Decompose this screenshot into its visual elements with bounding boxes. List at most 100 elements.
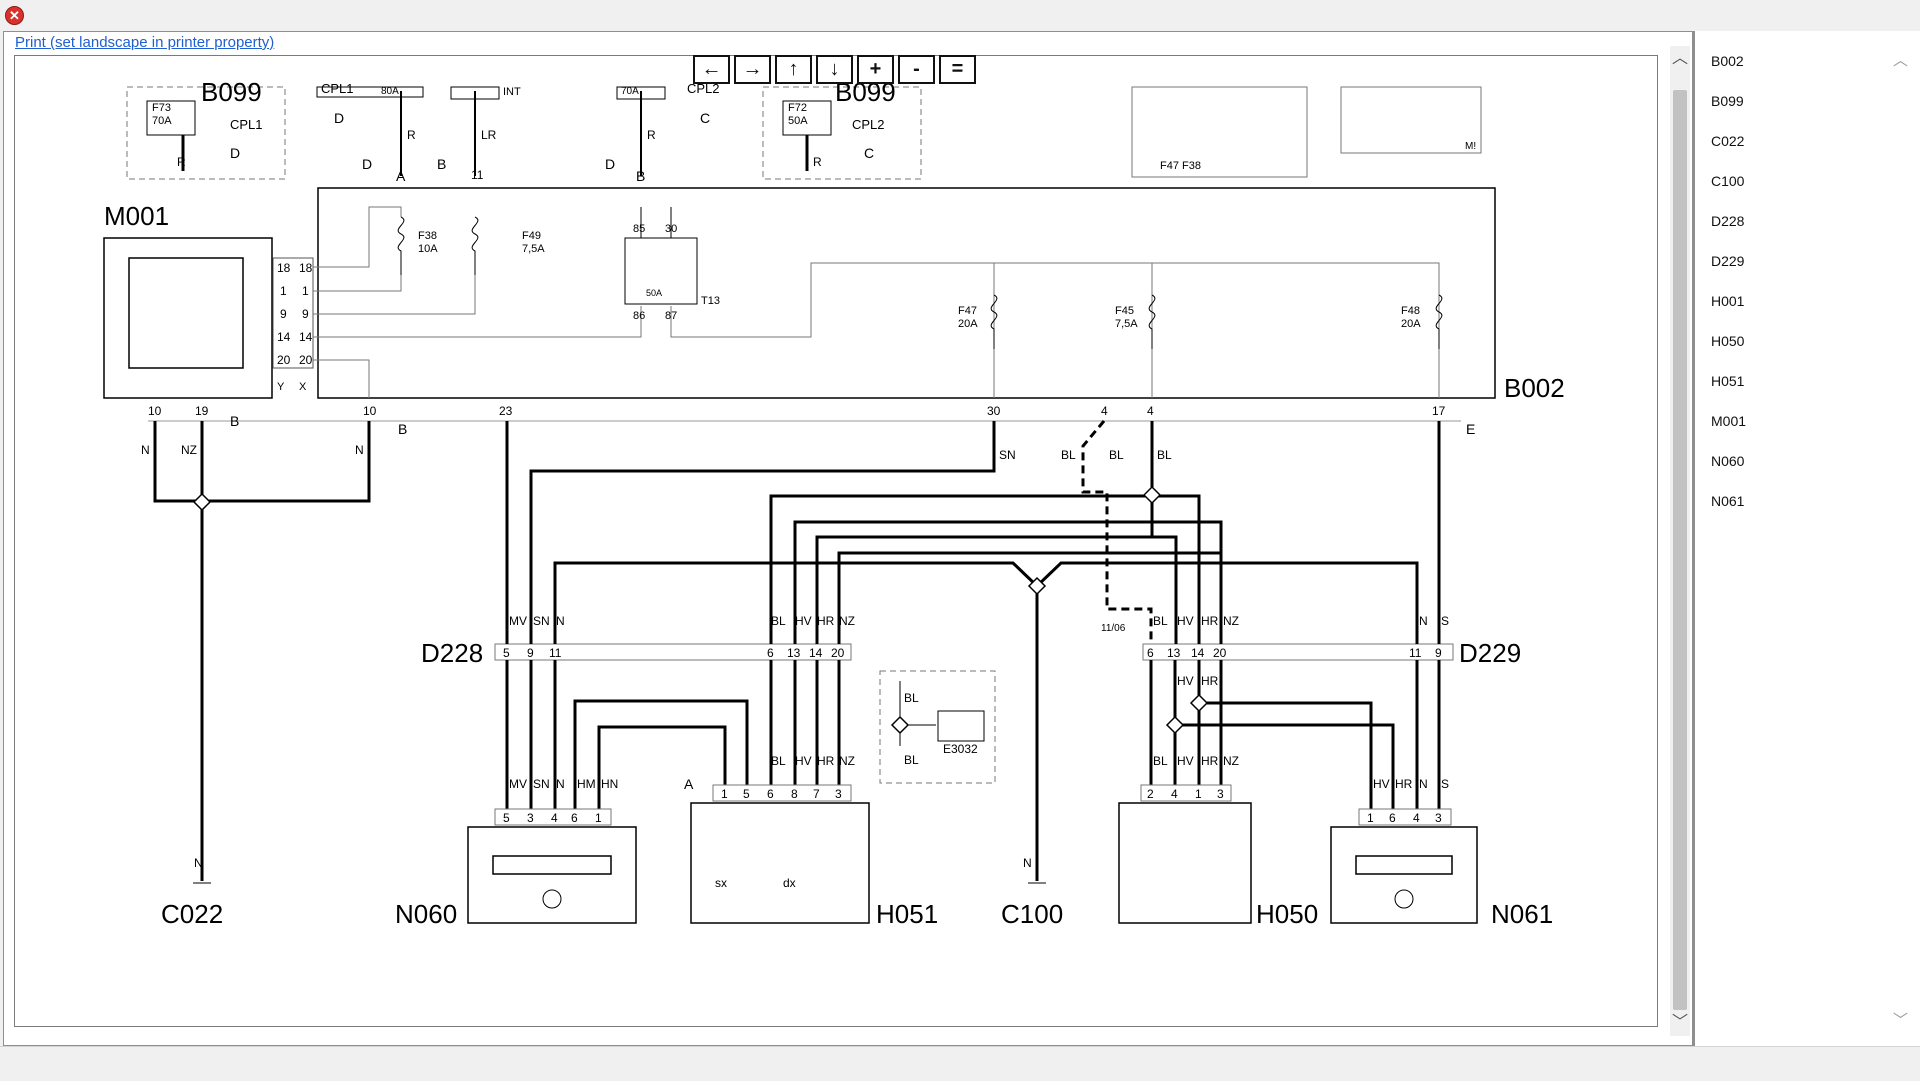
- h050-pin: 2: [1147, 787, 1154, 801]
- pan-up-button[interactable]: ↑: [775, 55, 812, 84]
- e3032-box: [879, 670, 996, 784]
- m001-pin: 14: [277, 330, 291, 344]
- wire-code: N: [355, 443, 364, 457]
- wire-code: R: [813, 155, 822, 169]
- wire-code: BL: [1153, 614, 1168, 628]
- m001-pin: 9: [302, 307, 309, 321]
- top-fuse-70a: [616, 86, 666, 100]
- pan-down-button[interactable]: ↓: [816, 55, 853, 84]
- junction: [890, 715, 910, 735]
- b002-pin: 23: [499, 404, 513, 418]
- wire-code: N: [194, 856, 203, 870]
- zoom-out-button[interactable]: -: [898, 55, 935, 84]
- component-item-h001[interactable]: H001: [1711, 293, 1745, 309]
- n060-box: [467, 826, 637, 924]
- diagram-scrollbar[interactable]: ︿ ﹀: [1670, 46, 1690, 1036]
- wire-code: S: [1441, 777, 1449, 791]
- list-scroll-up-icon[interactable]: ︿: [1893, 52, 1909, 69]
- list-scroll-down-icon[interactable]: ﹀: [1893, 1012, 1909, 1029]
- d229-pin: 20: [1213, 646, 1227, 660]
- wire-code: BL: [904, 753, 919, 767]
- component-item-c100[interactable]: C100: [1711, 173, 1745, 189]
- m001-pin: 9: [280, 307, 287, 321]
- component-item-n060[interactable]: N060: [1711, 453, 1745, 469]
- wire-code: NZ: [839, 614, 855, 628]
- wire-code: BL: [771, 614, 786, 628]
- d229-label: D229: [1459, 638, 1521, 668]
- component-item-c022[interactable]: C022: [1711, 133, 1745, 149]
- c100-label: C100: [1001, 899, 1063, 929]
- close-icon[interactable]: ✕: [5, 6, 24, 25]
- component-item-b002[interactable]: B002: [1711, 53, 1744, 69]
- scrollbar-thumb[interactable]: [1673, 90, 1687, 1010]
- fuse-f48-rating: 20A: [1401, 318, 1421, 330]
- wire-code: NZ: [181, 443, 197, 457]
- h051-pin: 6: [767, 787, 774, 801]
- m001-pin: 20: [277, 353, 291, 367]
- wire-code: HR: [1201, 614, 1219, 628]
- wire-code: BL: [904, 691, 919, 705]
- d228-connector: [494, 643, 852, 661]
- component-item-n061[interactable]: N061: [1711, 493, 1745, 509]
- wire-code: R: [647, 128, 656, 142]
- n060-pin: 3: [527, 811, 534, 825]
- fusebox-thumbnail-2: [1340, 86, 1482, 154]
- connector-letter-d: D: [362, 156, 372, 172]
- connector-letter-y: Y: [277, 381, 285, 393]
- d228-pin: 5: [503, 646, 510, 660]
- wire-code: BL: [1061, 448, 1076, 462]
- relay-t13: [624, 237, 698, 305]
- b099-box-1: [126, 86, 286, 180]
- component-item-d229[interactable]: D229: [1711, 253, 1745, 269]
- d229-pin: 9: [1435, 646, 1442, 660]
- component-item-h051[interactable]: H051: [1711, 373, 1745, 389]
- component-list: B002 B099 C022 C100 D228 D229 H001 H050 …: [1711, 49, 1746, 529]
- scroll-down-icon[interactable]: ﹀: [1671, 1014, 1688, 1031]
- component-item-b099[interactable]: B099: [1711, 93, 1744, 109]
- wire-code: HN: [601, 777, 618, 791]
- b002-pin: 4: [1101, 404, 1108, 418]
- scroll-up-icon[interactable]: ︿: [1671, 50, 1688, 67]
- e3032-label: E3032: [943, 742, 978, 756]
- wire-code: HV: [1373, 777, 1390, 791]
- wiring-diagram[interactable]: B099 B099 M001 B002 D228 D229 C022 N060 …: [14, 55, 1658, 1027]
- zoom-in-button[interactable]: +: [857, 55, 894, 84]
- m001-pin: 18: [277, 261, 291, 275]
- cpl1-top-label: CPL1: [321, 81, 354, 96]
- n061-box: [1330, 826, 1478, 924]
- component-item-h050[interactable]: H050: [1711, 333, 1745, 349]
- wire-code: HM: [577, 777, 596, 791]
- junction: [1027, 576, 1047, 596]
- m001-pin: 20: [299, 353, 313, 367]
- connector-letter-d: D: [605, 156, 615, 172]
- component-item-d228[interactable]: D228: [1711, 213, 1745, 229]
- component-item-m001[interactable]: M001: [1711, 413, 1747, 429]
- wire-code: HR: [1395, 777, 1413, 791]
- fuse-f45-label: F45: [1115, 305, 1134, 317]
- h051-pin: 8: [791, 787, 798, 801]
- fit-to-window-button[interactable]: =: [939, 55, 976, 84]
- n061-label: N061: [1491, 899, 1553, 929]
- wire-code: SN: [533, 614, 550, 628]
- m001-pin: 18: [299, 261, 313, 275]
- b099-box-2: [762, 86, 922, 180]
- wire-code: N: [556, 777, 565, 791]
- n061-pin: 4: [1413, 811, 1420, 825]
- wire-code: HV: [795, 614, 812, 628]
- d229-pin: 13: [1167, 646, 1181, 660]
- pan-right-button[interactable]: →: [734, 55, 771, 84]
- connector-letter-d: D: [230, 145, 240, 161]
- h051-pin: 3: [835, 787, 842, 801]
- connector-letter-a: A: [396, 168, 406, 184]
- wire-code: N: [141, 443, 150, 457]
- wire-code: R: [407, 128, 416, 142]
- b002-pin: 19: [195, 404, 209, 418]
- fuse-f73-rating: 70A: [152, 115, 172, 127]
- pan-left-button[interactable]: ←: [693, 55, 730, 84]
- junction: [1142, 485, 1162, 505]
- fuse-f72-label: F72: [788, 102, 807, 114]
- print-link[interactable]: Print (set landscape in printer property…: [15, 34, 275, 51]
- fuse-f48-label: F48: [1401, 305, 1420, 317]
- h051-box: [690, 802, 870, 924]
- relay-pin-87: 87: [665, 310, 677, 322]
